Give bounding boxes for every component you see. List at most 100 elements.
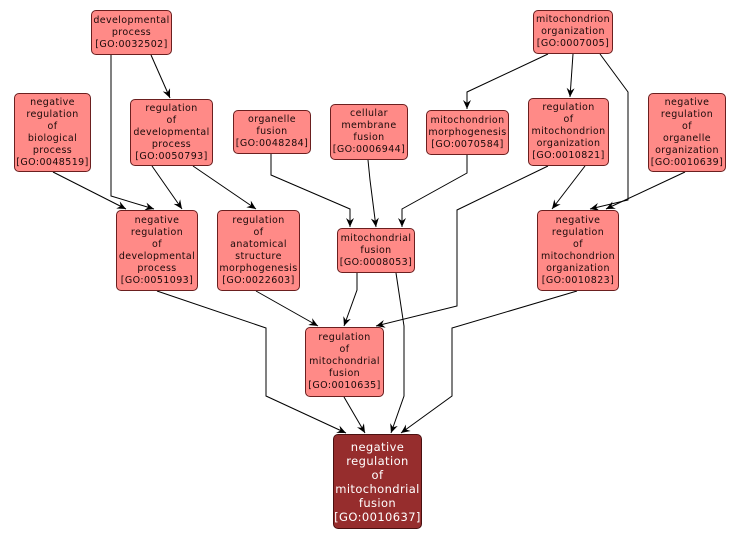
edge-GO0050793-to-GO0051093	[151, 165, 183, 210]
term-name-line: organization	[536, 138, 601, 149]
go-id-label: [GO:0070584]	[431, 138, 504, 150]
go-id-label: [GO:0050793]	[135, 150, 208, 162]
go-id-label: [GO:0022603]	[222, 274, 295, 286]
term-name-line: process	[32, 144, 73, 156]
term-name-line: mitochondrial	[335, 481, 420, 496]
term-name-line: negative	[664, 96, 710, 108]
term-name-line: of	[253, 226, 264, 238]
go-id-label: [GO:0010823]	[541, 274, 615, 286]
go-id-label: [GO:0051093]	[120, 274, 194, 286]
term-name-line: of	[682, 120, 692, 132]
edge-GO0050793-to-GO0022603	[192, 165, 257, 210]
term-name-line: negative	[555, 214, 601, 226]
edge-GO0032502-to-GO0051093	[110, 55, 155, 211]
term-name-line: fusion	[358, 495, 397, 510]
term-name-line: organelle	[663, 132, 711, 144]
term-name-line: negative	[134, 214, 180, 226]
term-name-line: developmental	[118, 250, 196, 262]
edge-GO0048284-to-GO0008053	[270, 154, 354, 227]
term-name-line: morphogenesis	[428, 126, 507, 138]
edge-GO0010821-to-GO0010635	[375, 165, 549, 328]
term-name-line: negative	[350, 439, 405, 454]
go-id-label: [GO:0007005]	[536, 38, 610, 49]
go-id-label: [GO:0010821]	[532, 150, 605, 161]
term-name-line: cellular	[350, 108, 388, 119]
term-name-line: of	[47, 120, 58, 132]
edge-GO0006944-to-GO0008053	[367, 159, 379, 228]
edge-GO0008053-to-GO0010635	[343, 273, 358, 327]
go-id-label: [GO:0008053]	[339, 256, 413, 268]
term-name-line: mitochondrial	[340, 232, 412, 244]
go-id-label: [GO:0010635]	[308, 380, 381, 391]
term-name-line: mitochondrion	[540, 250, 616, 262]
term-name-line: regulation	[318, 332, 371, 343]
term-name-line: morphogenesis	[219, 262, 298, 274]
term-name-line: organelle	[248, 114, 296, 125]
edge-GO0010823-to-GO0010637	[400, 290, 578, 434]
edge-GO0048519-to-GO0051093	[52, 171, 127, 210]
term-name-line: of	[563, 114, 574, 125]
term-name-line: fusion	[328, 368, 361, 379]
term-name-line: process	[111, 26, 152, 38]
go-id-label: [GO:0048284]	[235, 138, 309, 149]
term-name-line: of	[339, 344, 350, 355]
term-name-line: mitochondrion	[430, 114, 505, 126]
edge-GO0010635-to-GO0010637	[343, 396, 366, 434]
term-name-line: process	[151, 138, 192, 150]
edge-GO0010639-to-GO0010823	[605, 171, 686, 210]
term-name-line: organization	[655, 144, 719, 156]
term-name-line: of	[371, 467, 384, 482]
term-name-line: process	[137, 262, 177, 274]
term-name-line: regulation	[542, 102, 595, 113]
edge-GO0007005-to-GO0010821	[566, 53, 575, 98]
term-name-line: regulation	[660, 108, 714, 120]
term-name-line: organization	[546, 262, 610, 274]
term-name-line: membrane	[341, 120, 397, 131]
edge-GO0007005-to-GO0070584	[463, 53, 549, 109]
term-name-line: developmental	[133, 126, 210, 138]
term-name-line: mitochondrial	[309, 356, 380, 367]
term-name-line: of	[573, 238, 583, 250]
term-name-line: fusion	[360, 244, 392, 256]
term-name-line: regulation	[145, 102, 198, 114]
term-name-line: mitochondrion	[531, 126, 606, 137]
term-name-line: regulation	[232, 214, 285, 226]
edge-GO0032502-to-GO0050793	[150, 54, 171, 99]
term-name-line: regulation	[26, 108, 79, 120]
edge-GO0070584-to-GO0008053	[398, 155, 468, 227]
term-name-line: fusion	[353, 132, 385, 143]
term-name-line: organization	[541, 26, 605, 37]
go-id-label: [GO:0048519]	[16, 156, 89, 168]
term-name-line: structure	[235, 250, 282, 262]
term-name-line: developmental	[93, 14, 170, 26]
edge-GO0022603-to-GO0010635	[255, 290, 319, 327]
go-id-label: [GO:0010637]	[334, 509, 421, 524]
edge-GO0051093-to-GO0010637	[156, 290, 347, 434]
term-name-line: negative	[30, 96, 75, 108]
term-name-line: of	[166, 114, 177, 126]
edge-GO0008053-to-GO0010637	[390, 272, 405, 434]
term-name-line: fusion	[256, 126, 288, 137]
term-name-line: biological	[27, 132, 78, 144]
go-id-label: [GO:0006944]	[332, 144, 406, 155]
term-name-line: regulation	[130, 226, 184, 238]
term-name-line: anatomical	[230, 238, 287, 250]
term-name-line: of	[152, 238, 162, 250]
go-id-label: [GO:0032502]	[95, 38, 168, 50]
